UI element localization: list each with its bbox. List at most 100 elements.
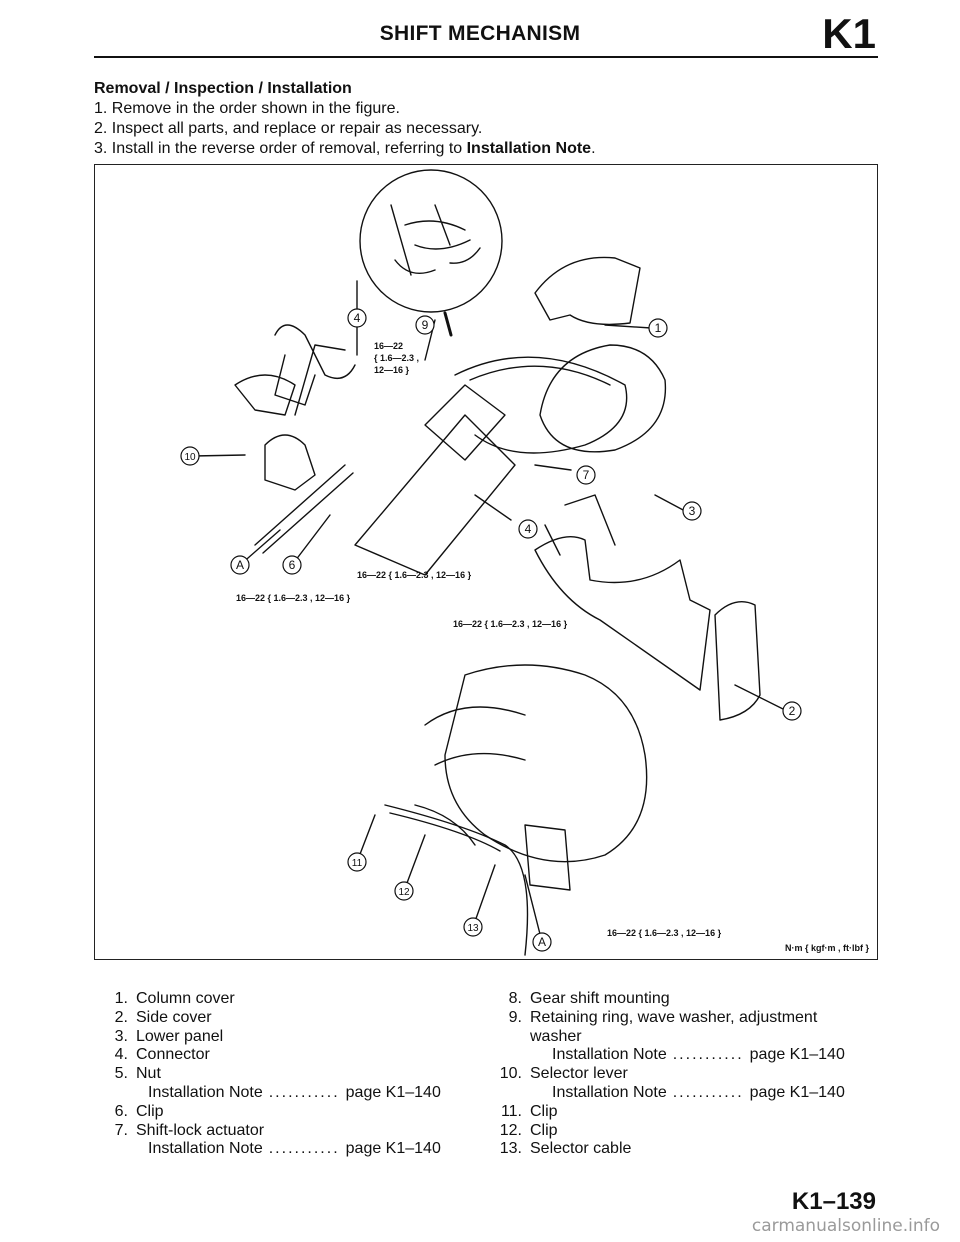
item-name: Connector — [136, 1046, 210, 1064]
callout-6-label: 6 — [289, 558, 296, 572]
selector-cable — [384, 804, 529, 956]
callout-7-label: 7 — [583, 468, 590, 482]
torque-label: 16—22 { 1.6—2.3 , 12—16 } — [607, 928, 722, 938]
column-cover — [534, 256, 641, 326]
leader-dots: ........... — [672, 1083, 744, 1101]
item-name: Selector lever — [530, 1065, 628, 1083]
item-number: 2. — [114, 1008, 128, 1026]
diagram-drawing: 1 2 3 4 4 6 7 9 10 11 12 13 A A 16—22 { … — [180, 169, 802, 956]
callout-7 — [576, 465, 596, 485]
column-cover-lower — [539, 344, 667, 453]
callout-4-label: 4 — [525, 522, 532, 536]
list-item: 13. Selector cable — [496, 1140, 886, 1159]
procedure-intro: Removal / Inspection / Installation 1. R… — [94, 79, 596, 159]
installation-note-ref: Installation Note...........page K1–140 — [496, 1084, 886, 1103]
list-item: 3. Lower panel — [102, 1028, 482, 1047]
callout-11 — [347, 852, 367, 872]
item-name-continued: washer — [530, 1027, 582, 1045]
callout-12 — [394, 881, 414, 901]
item-number: 8. — [508, 990, 522, 1007]
item-number: 13. — [499, 1140, 522, 1158]
callout-3 — [682, 501, 702, 521]
item-number: 4. — [114, 1046, 128, 1064]
torque-label: 16—22 { 1.6—2.3 , 12—16 } — [357, 570, 472, 580]
note-label: Installation Note — [552, 1046, 667, 1064]
torque-label: 16—22 { 1.6—2.3 , 12—16 } — [236, 593, 351, 603]
item-name: Column cover — [136, 990, 235, 1007]
item-name: Clip — [530, 1121, 558, 1139]
item-name: Lower panel — [136, 1027, 224, 1045]
callout-a-label: A — [538, 935, 546, 949]
item-name: Side cover — [136, 1008, 212, 1026]
torque-label: { 1.6—2.3 , — [374, 353, 419, 363]
parts-list-left: 1. Column cover 2. Side cover 3. Lower pane… — [102, 990, 482, 1159]
page-ref: page K1–140 — [749, 1083, 845, 1101]
list-item: 6. Clip — [102, 1103, 482, 1122]
section-code: K1 — [822, 10, 876, 57]
item-name: Nut — [136, 1065, 161, 1083]
exploded-diagram: 1 2 3 4 4 6 7 9 10 11 12 13 A A 16—22 { … — [94, 164, 878, 960]
steering-wheel — [454, 356, 628, 454]
item-number: 1. — [114, 990, 128, 1007]
item-name: Retaining ring, wave washer, adjustment — [530, 1008, 818, 1026]
procedure-heading: Removal / Inspection / Installation — [94, 80, 352, 97]
procedure-step: 1. Remove in the order shown in the figu… — [94, 100, 400, 117]
item-number: 7. — [114, 1121, 128, 1139]
item-name: Clip — [136, 1102, 164, 1120]
page-number: K1–139 — [791, 1188, 876, 1215]
item-number: 12. — [499, 1121, 522, 1139]
steering-column — [354, 414, 516, 576]
item-number: 9. — [508, 1008, 522, 1026]
callout-11-label: 11 — [352, 858, 363, 869]
selector-lever — [234, 324, 356, 416]
list-item: 8. Gear shift mounting — [496, 990, 886, 1009]
leader-dots: ........... — [268, 1140, 340, 1158]
list-item: 2. Side cover — [102, 1009, 482, 1028]
callout-10-label: 10 — [184, 452, 196, 463]
list-item: 10. Selector lever — [496, 1065, 886, 1084]
torque-label: 16—22 — [374, 341, 403, 351]
unit-label: N·m { kgf·m , ft·lbf } — [785, 943, 869, 953]
callout-13-label: 13 — [467, 923, 479, 934]
header-divider — [94, 56, 878, 58]
torque-label: 16—22 { 1.6—2.3 , 12—16 } — [453, 619, 568, 629]
cable-bracket — [524, 824, 571, 891]
item-number: 6. — [114, 1102, 128, 1120]
callout-a-label: A — [236, 558, 244, 572]
side-cover — [714, 601, 761, 721]
list-item: 1. Column cover — [102, 990, 482, 1009]
callout-6 — [282, 555, 302, 575]
list-item: 4. Connector — [102, 1046, 482, 1065]
selector-rod — [254, 464, 354, 554]
procedure-step-end: . — [591, 140, 596, 157]
callout-2 — [782, 701, 802, 721]
item-number: 5. — [114, 1065, 128, 1083]
list-item: 12. Clip — [496, 1122, 886, 1141]
page-ref: page K1–140 — [749, 1046, 845, 1064]
leader-dots: ........... — [268, 1083, 340, 1101]
callout-2-label: 2 — [789, 704, 796, 718]
callout-12-label: 12 — [398, 887, 410, 898]
callout-a — [230, 555, 250, 575]
callout-3-label: 3 — [689, 504, 696, 518]
callout-4-label: 4 — [354, 311, 361, 325]
page-ref: page K1–140 — [345, 1083, 441, 1101]
item-name: Clip — [530, 1102, 558, 1120]
item-number: 3. — [114, 1027, 128, 1045]
callout-1-label: 1 — [655, 321, 662, 335]
installation-note-ref: Installation Note...........page K1–140 — [102, 1084, 482, 1103]
item-name: Gear shift mounting — [530, 990, 670, 1007]
item-name: Selector cable — [530, 1140, 632, 1158]
transmission — [444, 664, 648, 863]
callout-13 — [463, 917, 483, 937]
item-number: 10. — [499, 1065, 522, 1083]
list-item: 11. Clip — [496, 1103, 886, 1122]
page-title: SHIFT MECHANISM — [379, 22, 581, 45]
procedure-step: 2. Inspect all parts, and replace or rep… — [94, 120, 483, 137]
list-item: 7.Shift-lock actuator — [102, 1122, 482, 1141]
parts-list-right: 8. Gear shift mounting 9. Retaining ring, … — [496, 990, 886, 1159]
installation-note-ref: Installation Note...........page K1–140 — [496, 1046, 886, 1065]
callout-1 — [648, 318, 668, 338]
list-item: 9. Retaining ring, wave washer, adjustmen… — [496, 1009, 886, 1028]
item-number: 11. — [500, 1102, 522, 1120]
